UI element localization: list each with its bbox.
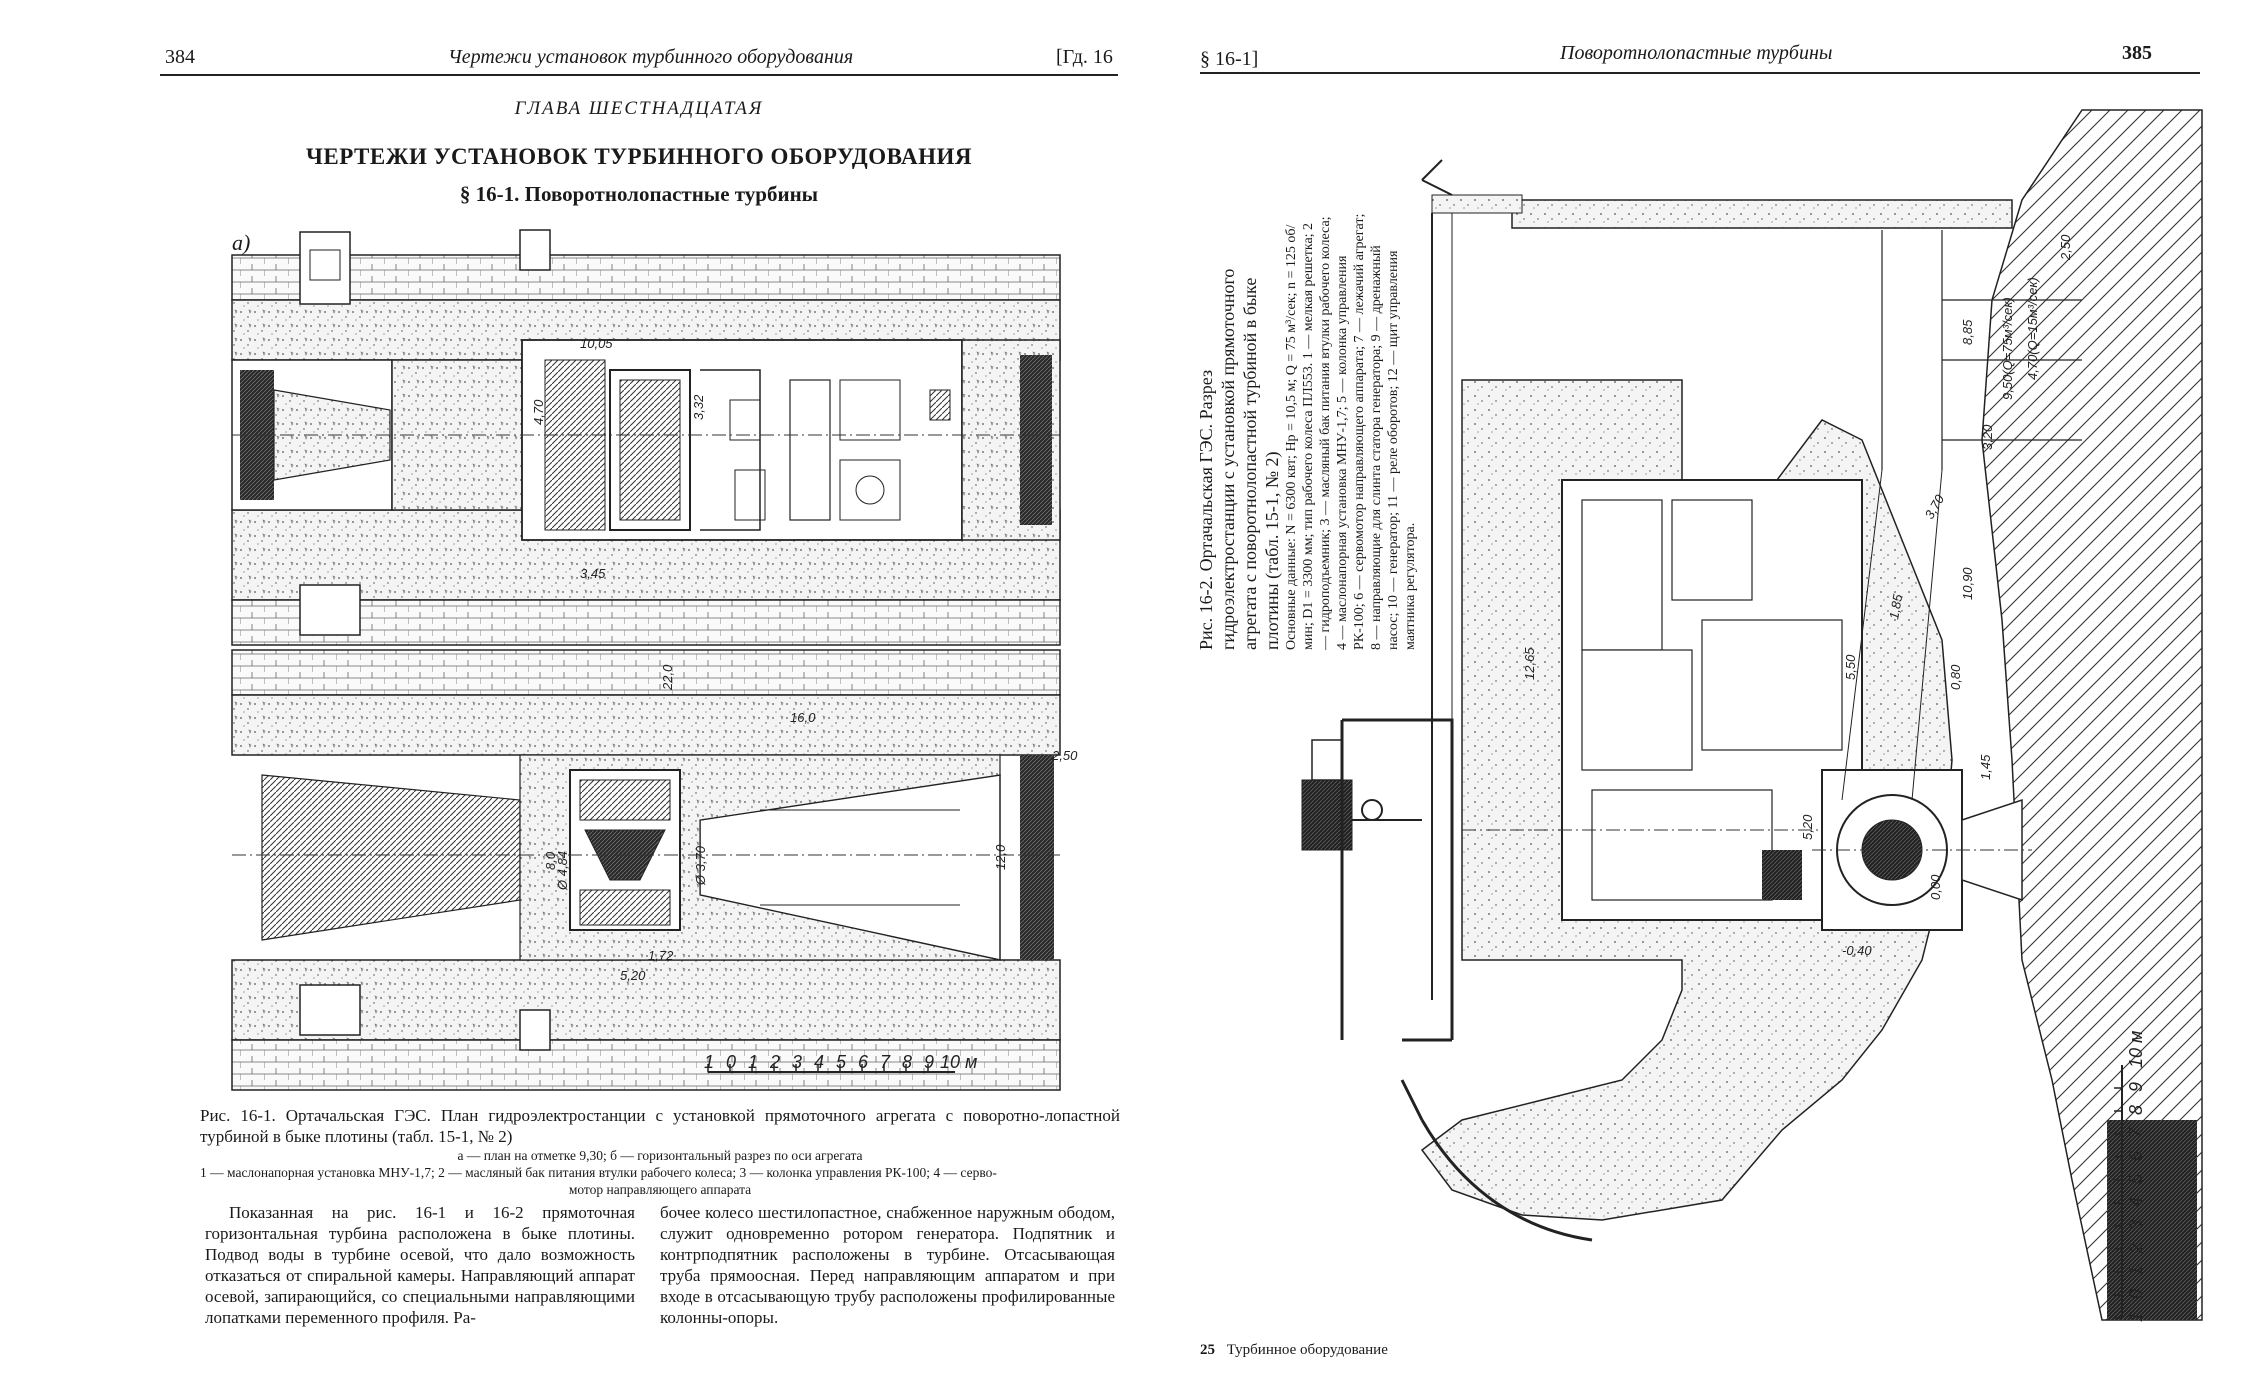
elev-label: 10,90 [1960,567,1975,600]
dim-label: 3,70 [1922,491,1948,521]
elev-label: -0,40 [1842,943,1872,958]
scale-tick: 3 [792,1052,802,1072]
scale-tick: 5 [836,1052,847,1072]
turbine-unit [1812,769,2032,931]
footer-number: 25 [1200,1342,1215,1358]
scale-unit: 10 м [2126,1031,2146,1068]
header-rule-left [160,74,1118,76]
dim-label: 2,50 [1051,748,1078,763]
dimension-labels: 10,05 4,70 3,32 3,45 22,0 16,0 8,0 Ø 4,8… [531,336,1078,983]
dim-label: Ø 4,84 [555,851,570,891]
elev-label: 8,85 [1960,319,1975,345]
scale-tick: 3 [2126,1220,2146,1230]
scale-tick: 0 [2126,1289,2146,1299]
body-column-1: Показанная на рис. 16-1 и 16-2 прямоточн… [205,1203,635,1327]
dim-label: 10,05 [580,336,613,351]
elev-label: 4,70(Q=15м³/сек) [2025,277,2040,380]
scale-tick: 2 [2126,1243,2146,1254]
dim-label: 1,85 [1886,592,1905,620]
scale-tick: 9 [924,1052,934,1072]
plan-a [231,229,1061,646]
figure-caption: Рис. 16-1. Ортачальская ГЭС. План гидроэ… [200,1105,1120,1198]
figure-16-1-plan: 10,05 4,70 3,32 3,45 22,0 16,0 8,0 Ø 4,8… [231,229,1078,1091]
elev-label: 3,20 [1980,424,1995,450]
footer-text: Турбинное оборудование [1226,1342,1388,1358]
section-ref-right: § 16-1] [1200,48,1259,70]
scale-unit: 10 м [940,1052,977,1072]
fig-label-a: а) [232,230,251,255]
caption-main: Рис. 16-1. Ортачальская ГЭС. План гидроэ… [200,1106,1120,1146]
elev-label: 5,50 [1843,654,1858,680]
caption-legend-2: мотор направляющего аппарата [568,1182,752,1197]
scale-tick: 6 [2126,1150,2146,1161]
right-page: § 16-1] Поворотнолопастные турбины 385 [1122,0,2244,1390]
caption-legend-1: 1 — маслонапорная установка МНУ-1,7; 2 —… [200,1165,997,1180]
left-page: 384 Чертежи установок турбинного оборудо… [160,46,1120,1327]
section-b [231,649,1061,1091]
dim-label: 3,45 [580,566,606,581]
elev-label: 5,20 [1800,814,1815,840]
header-rule-right [1200,72,2200,74]
figure-caption-rotated: Рис. 16-2. Ортачальская ГЭС. Разрез гидр… [1195,210,1419,650]
chapter-heading: ГЛАВА ШЕСТНАДЦАТАЯ [514,98,764,119]
chapter-ref: [Гд. 16 [1056,46,1113,68]
elev-label: 9,50(Q=75м³/сек) [2000,297,2015,400]
scale-tick: 7 [2126,1127,2146,1138]
scale-tick: 0 [726,1052,736,1072]
scale-bar-left: 1 0 1 2 3 4 5 6 7 8 9 10 м [704,1052,977,1073]
caption-head: Рис. 16-2. Ортачальская ГЭС. Разрез гидр… [1196,268,1282,650]
dim-label: 1,45 [1978,754,1993,780]
scale-tick: 4 [2126,1197,2146,1207]
scale-tick: 9 [2126,1082,2146,1092]
page-number-left: 384 [165,46,195,68]
page-number-right: 385 [2122,42,2152,64]
page-footer: 25 Турбинное оборудование [1200,1342,1388,1359]
scale-tick: 7 [880,1052,891,1072]
scale-tick: 8 [902,1052,912,1072]
scale-tick: 1 [2126,1266,2146,1276]
running-title-left: Чертежи установок турбинного оборудовани… [448,46,854,68]
page-title: ЧЕРТЕЖИ УСТАНОВОК ТУРБИННОГО ОБОРУДОВАНИ… [305,144,973,169]
section-heading: § 16-1. Поворотнолопастные турбины [459,182,819,206]
body-column-2: бочее колесо шестилопастное, снабженное … [660,1203,1115,1327]
scale-tick: 2 [769,1052,780,1072]
dim-label: 12,0 [993,844,1008,870]
scale-tick: 1 [704,1052,714,1072]
dim-label: 5,20 [620,968,646,983]
dim-label: 16,0 [790,710,816,725]
elev-label: 0,00 [1928,874,1943,900]
elev-label: 12,65 [1522,647,1537,680]
scale-tick: 5 [2126,1173,2146,1184]
dim-label: 4,70 [531,399,546,425]
scale-tick: 1 [2126,1312,2146,1322]
dim-label: 1,72 [648,948,674,963]
elev-label: 2,50 [2058,234,2073,261]
scale-bar-right: 1 0 1 2 3 4 5 6 7 8 9 10 м [2114,1031,2146,1322]
dim-label: 3,32 [691,394,706,420]
scale-tick: 8 [2126,1105,2146,1115]
figure-16-2-section: 12,65 10,90 9,50(Q=75м³/сек) 4,70(Q=15м³… [1301,109,2203,1322]
dim-label: 22,0 [660,664,675,691]
dim-label: Ø 3,70 [693,845,708,886]
caption-body: Основные данные: N = 6300 квт; Hр = 10,5… [1284,213,1418,650]
dim-label: 8,0 [543,851,558,870]
running-title-right: Поворотнолопастные турбины [1560,42,1833,64]
scale-tick: 6 [858,1052,869,1072]
scale-tick: 4 [814,1052,824,1072]
elev-label: 0,80 [1948,664,1963,690]
scale-tick: 1 [748,1052,758,1072]
caption-ab: а — план на отметке 9,30; б — горизонтал… [457,1148,863,1163]
